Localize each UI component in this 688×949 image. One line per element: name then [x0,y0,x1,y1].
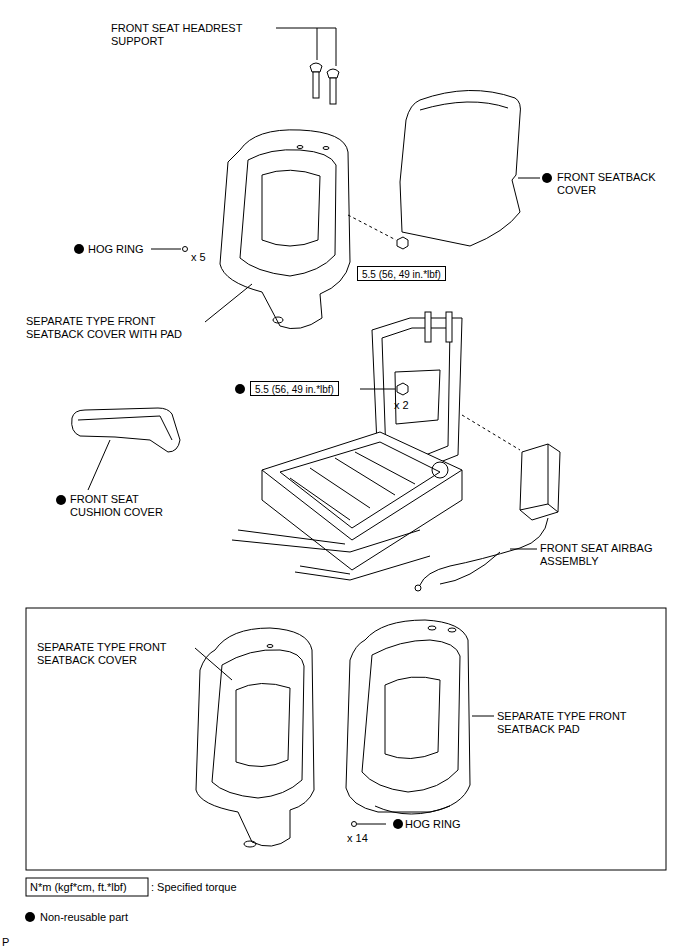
torque-box: 5.5 (56, 49 in.*lbf) [250,381,339,396]
non-reusable-mark [542,173,552,183]
leader-line [518,178,540,179]
leader-line [472,716,494,717]
leader-line [88,440,110,490]
legend-unit: N*m (kgf*cm, ft.*lbf) [30,881,148,894]
front-seat-airbag [415,444,560,591]
torque-value: 5.5 (56, 49 in.*lbf) [362,269,441,280]
torque-value: 5.5 (56, 49 in.*lbf) [255,384,334,395]
leader-line [276,28,336,66]
seatback-pad [346,620,470,814]
front-seatback-cover [400,90,520,246]
part-name: FRONT SEATBACK COVER [557,171,679,197]
leader-line [205,284,252,322]
legend-text: Non-reusable part [40,911,128,924]
headrest-support [310,63,339,104]
part-name: FRONT SEAT CUSHION COVER [70,493,182,519]
quantity: x 5 [191,251,221,264]
hog-ring [352,819,404,829]
page-mark: P [2,936,22,949]
torque-box: 5.5 (56, 49 in.*lbf) [357,266,446,281]
leader-line [510,549,537,550]
seat-frame [232,312,462,580]
non-reusable-mark [235,384,245,394]
part-name: FRONT SEAT HEADREST SUPPORT [111,22,271,48]
part-name: FRONT SEAT AIRBAG ASSEMBLY [540,542,682,568]
leader-line [195,648,232,680]
nut [397,237,408,249]
part-name: SEPARATE TYPE FRONT SEATBACK PAD [497,710,659,736]
seatback-cover [196,628,314,847]
dashed-line [462,415,520,450]
legend-text: : Specified torque [151,881,237,894]
legend-sample-dot [25,912,35,922]
inset-frame [26,608,666,870]
quantity: x 2 [394,399,424,412]
dashed-line [348,215,396,240]
leader-line [317,28,318,60]
part-name: HOG RING [88,243,158,256]
part-name: SEPARATE TYPE FRONT SEATBACK COVER WITH … [26,315,216,341]
part-name: SEPARATE TYPE FRONT SEATBACK COVER [37,641,199,667]
non-reusable-mark [56,495,66,505]
front-seat-cushion-cover [72,408,180,452]
part-name: HOG RING [405,818,475,831]
seatback-cover-with-pad [220,130,350,329]
legend-sample-box [26,878,148,896]
quantity: x 14 [347,832,377,845]
leader-line [360,389,395,390]
